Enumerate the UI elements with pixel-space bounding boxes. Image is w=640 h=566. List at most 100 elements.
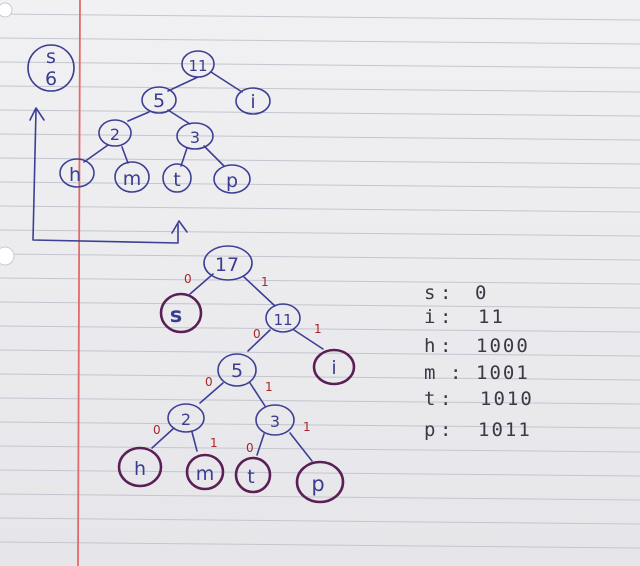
rule-line	[0, 205, 640, 213]
rule-line	[0, 277, 640, 285]
edge-label: 1	[265, 380, 273, 394]
tree1-merged-top: s	[46, 46, 56, 68]
svg-text:11: 11	[273, 311, 292, 329]
svg-text:i: i	[250, 91, 255, 113]
connector-arrow	[29, 107, 188, 244]
svg-text:s: s	[424, 282, 437, 304]
rule-line	[0, 421, 640, 429]
svg-text:1010: 1010	[480, 388, 534, 410]
svg-text:t: t	[247, 466, 254, 488]
rule-line	[0, 325, 640, 333]
svg-text:i: i	[331, 357, 336, 379]
rule-line	[0, 301, 640, 309]
svg-text:p: p	[424, 419, 437, 441]
edge-label: 0	[253, 327, 261, 341]
svg-text:2: 2	[181, 410, 191, 429]
code-row-m: m : 1001	[424, 362, 528, 384]
tree2-node-11: 11	[265, 303, 301, 333]
svg-text::: :	[440, 335, 453, 357]
code-row-i: i : 11	[424, 306, 505, 328]
rule-line	[0, 133, 640, 141]
tree-1: s 6 11 5 i 2 3	[27, 44, 271, 194]
edge-label: 0	[184, 272, 192, 286]
svg-text:i: i	[424, 306, 437, 328]
tree2-node-2: 2	[167, 403, 205, 433]
svg-text::: :	[440, 306, 453, 328]
tree2-node-17: 17	[203, 245, 253, 281]
svg-text:3: 3	[190, 128, 200, 147]
svg-text:p: p	[226, 170, 238, 192]
tree2-node-p: p	[295, 460, 345, 504]
svg-text::: :	[450, 362, 463, 384]
svg-text:11: 11	[478, 306, 505, 328]
rule-line	[0, 493, 640, 501]
rule-line	[0, 13, 640, 21]
tree1-node-11: 11	[181, 50, 215, 78]
svg-text:h: h	[424, 335, 437, 357]
tree1-node-m: m	[114, 161, 150, 193]
svg-text:11: 11	[188, 57, 207, 75]
svg-text:h: h	[134, 458, 146, 480]
rule-line	[0, 37, 640, 45]
code-row-s: s : 0	[424, 282, 488, 304]
code-row-h: h : 1000	[424, 335, 530, 357]
svg-text:h: h	[69, 164, 81, 186]
tree2-node-t: t	[234, 456, 272, 494]
arrow-up-icon	[171, 220, 188, 234]
tree-2: 0 1 0 1 0 1 0 1 0 1 17 s 11	[117, 245, 356, 504]
svg-text:3: 3	[270, 412, 280, 431]
punch-hole	[0, 2, 13, 18]
tree1-node-h: h	[59, 158, 95, 188]
rule-line	[0, 61, 640, 69]
tree2-node-i: i	[312, 348, 356, 386]
rule-line	[0, 469, 640, 477]
tree1-node-p: p	[213, 164, 251, 194]
tree1-node-5: 5	[141, 86, 177, 114]
svg-text:17: 17	[215, 254, 239, 276]
svg-text::: :	[440, 282, 453, 304]
punch-hole	[0, 246, 15, 266]
tree1-node-t: t	[162, 163, 192, 193]
arrow-up-icon	[29, 107, 45, 121]
svg-text:p: p	[311, 472, 324, 496]
svg-text:0: 0	[475, 282, 488, 304]
edge-label: 1	[261, 275, 269, 289]
svg-text:5: 5	[153, 90, 165, 112]
rule-line	[0, 373, 640, 381]
svg-text::: :	[440, 419, 453, 441]
tree2-node-h: h	[117, 446, 163, 488]
rule-line	[0, 445, 640, 453]
tree1-node-3: 3	[176, 122, 214, 150]
svg-text:s: s	[170, 303, 183, 327]
rule-line	[0, 517, 640, 525]
tree2-node-m: m	[185, 453, 225, 491]
tree1-node-2: 2	[98, 119, 132, 147]
svg-text:1000: 1000	[476, 335, 530, 357]
tree1-merged-bottom: 6	[45, 68, 57, 90]
code-row-t: t : 1010	[424, 388, 534, 410]
tree2-node-s: s	[159, 292, 203, 334]
svg-text:m: m	[196, 463, 215, 485]
svg-text:t: t	[173, 169, 180, 191]
edge-label: 0	[246, 441, 254, 455]
tree2-node-3: 3	[255, 404, 295, 436]
svg-text:m: m	[123, 168, 142, 190]
edge-label: 0	[205, 375, 213, 389]
svg-text:2: 2	[110, 125, 120, 144]
rule-line	[0, 181, 640, 189]
margin-line	[77, 0, 81, 566]
tree1-node-i: i	[235, 87, 271, 115]
edge-label: 1	[314, 322, 322, 336]
rule-line	[0, 397, 640, 405]
rule-line	[0, 109, 640, 117]
code-table: s : 0 i : 11 h : 1000 m : 1001 t :	[424, 282, 534, 441]
svg-text:m: m	[424, 362, 437, 384]
tree2-node-5: 5	[217, 353, 257, 387]
rule-line	[0, 541, 640, 549]
rule-line	[0, 229, 640, 237]
code-row-p: p : 1011	[424, 419, 530, 441]
rule-line	[0, 349, 640, 357]
svg-text:t: t	[424, 388, 437, 410]
svg-text:5: 5	[231, 360, 243, 382]
